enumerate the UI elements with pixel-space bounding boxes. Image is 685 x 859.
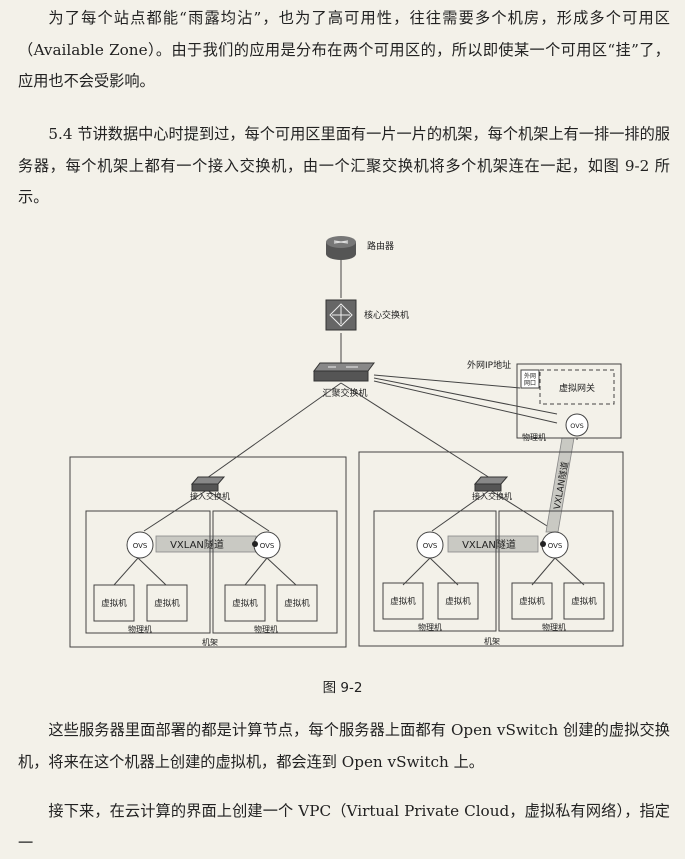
- access-switch-right-icon: [473, 476, 509, 492]
- gateway-ovs-label: OVS: [570, 422, 584, 430]
- vm-8: [563, 582, 605, 620]
- vm-5: [382, 582, 424, 620]
- network-topology-diagram: VXLAN隧道 VXLAN隧道 VXLAN隧道 路由器 核心交换机 汇聚交换机 …: [69, 236, 624, 648]
- ovs-label-2: OVS: [260, 542, 275, 550]
- router-label: 路由器: [367, 240, 394, 252]
- virtual-gateway-box: [539, 369, 615, 405]
- vm-1: [93, 584, 135, 622]
- vxlan-label-left: VXLAN隧道: [170, 538, 224, 551]
- vm-4-label: 虚拟机: [284, 598, 310, 609]
- vxlan-tunnel-right: [447, 535, 539, 553]
- physical-machine-2: [212, 510, 338, 634]
- vm-7-label: 虚拟机: [519, 596, 545, 607]
- external-port-label-1: 外网: [524, 372, 536, 380]
- physical-machine-4-label: 物理机: [542, 622, 566, 632]
- physical-machine-1: [85, 510, 211, 634]
- access-switch-left-icon: [190, 476, 226, 492]
- paragraph-compute-nodes: 这些服务器里面部署的都是计算节点，每个服务器上面都有 Open vSwitch …: [18, 721, 670, 771]
- vm-3-label: 虚拟机: [232, 598, 258, 609]
- vm-1-label: 虚拟机: [101, 598, 127, 609]
- vm-5-label: 虚拟机: [390, 596, 416, 607]
- paragraph-availability-zones: 为了每个站点都能“雨露均沾”，也为了高可用性，往往需要多个机房，形成多个可用区（…: [18, 9, 670, 90]
- core-switch-label: 核心交换机: [364, 309, 409, 321]
- physical-machine-1-label: 物理机: [128, 624, 152, 634]
- aggregation-switch-label: 汇聚交换机: [322, 387, 367, 399]
- tunnel-endpoint-dot-2: [540, 541, 546, 547]
- ovs-icon-3: [416, 531, 444, 559]
- external-port: [520, 369, 540, 389]
- router-icon: [326, 236, 356, 260]
- external-port-label-2: 网口: [524, 380, 536, 387]
- vm-3: [224, 584, 266, 622]
- physical-machine-3: [373, 510, 497, 632]
- core-switch-icon: [325, 299, 357, 331]
- physical-machine-2-label: 物理机: [254, 624, 278, 634]
- figure-caption: 图 9-2: [322, 680, 363, 696]
- vm-2-label: 虚拟机: [154, 598, 180, 609]
- access-switch-right-label: 接入交换机: [472, 491, 512, 501]
- ovs-icon-1: [126, 531, 154, 559]
- vm-2: [146, 584, 188, 622]
- vxlan-label-right: VXLAN隧道: [462, 538, 516, 551]
- rack-left: [69, 456, 347, 648]
- aggregation-switch-icon: [313, 362, 375, 382]
- physical-machine-3-label: 物理机: [418, 622, 442, 632]
- vm-6: [437, 582, 479, 620]
- gateway-physical-machine-label: 物理机: [522, 432, 546, 442]
- vm-6-label: 虚拟机: [445, 596, 471, 607]
- gateway-ovs-icon: [565, 413, 589, 437]
- external-ip-label: 外网IP地址: [467, 359, 511, 371]
- vm-7: [511, 582, 553, 620]
- rack-right-label: 机架: [484, 636, 500, 646]
- ovs-label-3: OVS: [423, 542, 438, 550]
- ovs-label-1: OVS: [133, 542, 148, 550]
- virtual-gateway-label: 虚拟网关: [559, 382, 595, 394]
- vm-8-label: 虚拟机: [571, 596, 597, 607]
- paragraph-racks-and-switches: 5.4 节讲数据中心时提到过，每个可用区里面有一片一片的机架，每个机架上有一排一…: [18, 125, 670, 206]
- gateway-physical-machine-box: [516, 363, 622, 439]
- paragraph-create-vpc: 接下来，在云计算的界面上创建一个 VPC（Virtual Private Clo…: [18, 802, 670, 852]
- tunnel-endpoint-dot-1: [252, 541, 258, 547]
- vm-4: [276, 584, 318, 622]
- rack-right: [358, 451, 624, 647]
- rack-left-label: 机架: [202, 637, 218, 647]
- access-switch-left-label: 接入交换机: [190, 491, 230, 501]
- ovs-label-4: OVS: [548, 542, 563, 550]
- physical-machine-4: [498, 510, 614, 632]
